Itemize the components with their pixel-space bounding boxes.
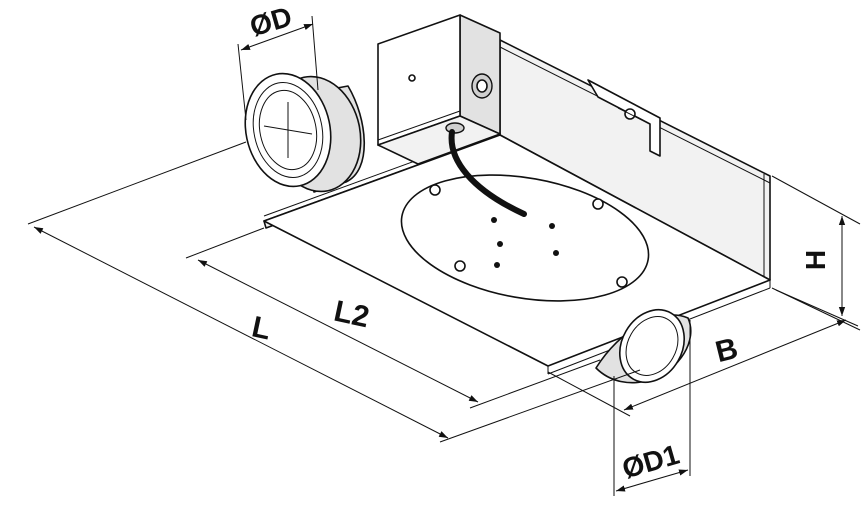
dimension-d [237, 15, 319, 121]
label-length-l2: L2 [331, 294, 373, 335]
front-duct-d [244, 72, 365, 193]
mounting-bracket [587, 79, 661, 157]
dimension-l2 [185, 227, 601, 409]
power-cable [448, 129, 527, 217]
terminal-box [377, 14, 501, 165]
dimension-b [547, 289, 859, 417]
label-height-h: H [800, 249, 832, 271]
dimension-d1 [613, 320, 691, 496]
